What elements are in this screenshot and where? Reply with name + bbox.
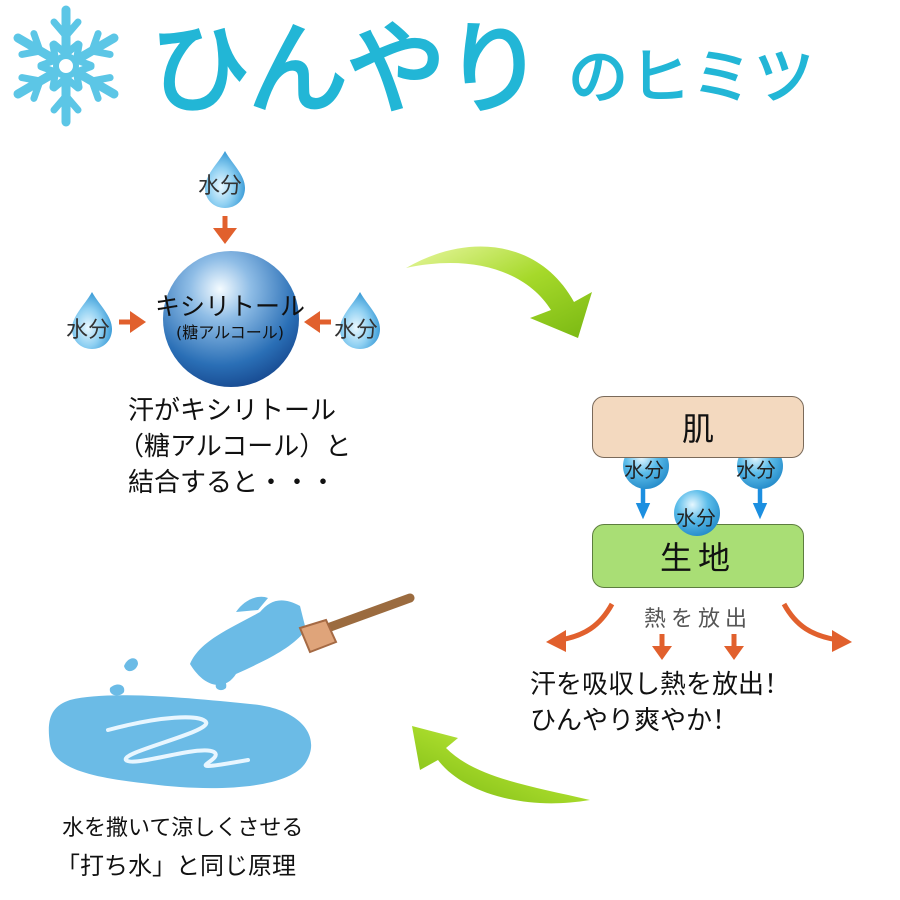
water-splash: [109, 596, 306, 696]
fabric-caption-line-1: 汗を吸収し熱を放出！: [530, 670, 791, 700]
ladle: [298, 593, 415, 654]
heat-arrow-center-right: [724, 634, 744, 660]
skin-layer-box: 肌: [592, 396, 804, 458]
skin-label: 肌: [681, 410, 714, 448]
water-puddle: [48, 695, 312, 789]
arrow-drop-to-ball-left: [119, 311, 146, 333]
drop-label-fabric-left: 水分: [624, 458, 664, 482]
drop-label-fabric-right: 水分: [736, 458, 776, 482]
drop-label-fabric-center: 水分: [676, 506, 716, 530]
uchimizu-caption-line-2: 「打ち水」と同じ原理: [56, 852, 296, 880]
uchimizu-caption-line-1: 水を撒いて涼しくさせる: [62, 816, 304, 841]
xylitol-ball: [163, 251, 299, 387]
xylitol-label: キシリトール: [154, 292, 305, 321]
xylitol-caption-line-2: （糖アルコール）と: [118, 432, 352, 462]
arrow-drop-to-ball-top: [213, 216, 237, 244]
flow-arrow-to-fabric: [406, 246, 592, 338]
drop-label-left: 水分: [66, 318, 111, 343]
xylitol-caption-line-3: 結合すると・・・: [128, 468, 337, 498]
xylitol-sublabel: (糖アルコール): [175, 323, 284, 342]
arrow-drop-to-ball-right: [304, 311, 331, 333]
page-title-suffix: のヒミツ: [568, 43, 816, 113]
water-ball-center: [674, 490, 720, 536]
fabric-layer-box: 生地: [592, 524, 804, 588]
drop-label-top: 水分: [198, 174, 243, 199]
heat-arrow-center-left: [652, 634, 672, 660]
snowflake-icon: [13, 5, 119, 127]
page-title: ひんやり: [150, 11, 544, 128]
xylitol-caption-line-1: 汗がキシリトール: [128, 396, 337, 426]
fabric-caption-line-2: ひんやり爽やか！: [530, 706, 739, 736]
heat-arrow-left: [546, 602, 615, 652]
heat-release-label: 熱を放出: [644, 607, 753, 632]
fabric-label: 生地: [659, 539, 736, 577]
heat-arrow-right: [781, 602, 852, 652]
drop-label-right: 水分: [334, 318, 379, 343]
flow-arrow-to-uchimizu: [412, 726, 590, 804]
